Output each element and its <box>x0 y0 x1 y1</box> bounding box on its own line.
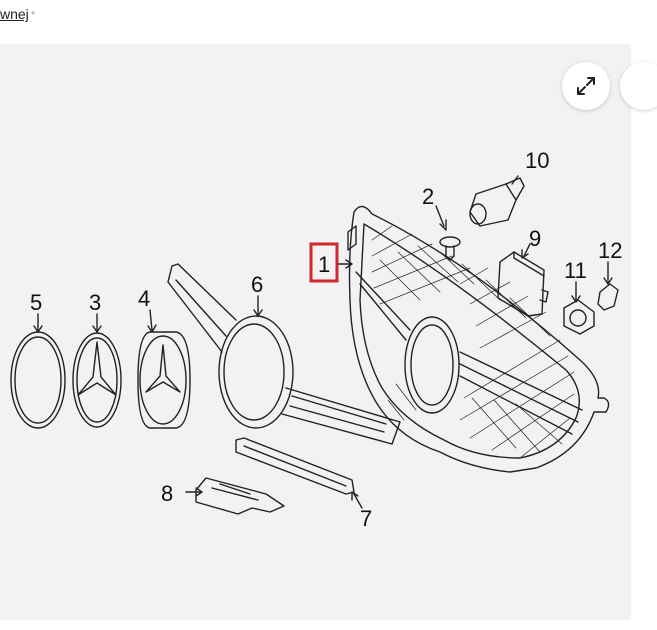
callout-9: 9 <box>529 226 541 251</box>
part-6-mounting-frame <box>167 263 401 445</box>
part-10-sensor <box>469 177 525 227</box>
next-image-button[interactable] <box>620 62 657 110</box>
part-1-grille <box>347 205 610 473</box>
part-3-star-emblem <box>72 332 122 428</box>
part-7-trim-strip <box>235 437 355 495</box>
callout-2: 2 <box>422 184 434 209</box>
callout-12: 12 <box>598 238 622 263</box>
expand-arrows-icon <box>577 77 595 95</box>
callout-8: 8 <box>161 481 173 506</box>
breadcrumb-separator: • <box>31 6 36 20</box>
leader-lines <box>33 175 613 509</box>
part-9-module <box>497 251 549 317</box>
part-8-bracket <box>195 477 285 515</box>
part-4-emblem-base <box>137 331 191 429</box>
part-1-highlight-box <box>309 242 339 283</box>
part-5-ring <box>10 331 66 429</box>
breadcrumb-link[interactable]: wnej <box>0 6 29 22</box>
part-2-clip <box>439 236 461 261</box>
callout-7: 7 <box>360 506 372 531</box>
part-12-small-clip <box>597 283 619 311</box>
image-panel <box>0 44 631 620</box>
callout-1: 1 <box>318 252 330 277</box>
callout-5: 5 <box>30 290 42 315</box>
callout-11: 11 <box>564 258 587 283</box>
callout-6: 6 <box>251 272 263 297</box>
callout-10: 10 <box>525 148 549 173</box>
expand-button[interactable] <box>562 62 610 110</box>
callout-3: 3 <box>89 290 101 315</box>
part-11-camera <box>563 299 595 335</box>
callout-4: 4 <box>138 286 150 311</box>
